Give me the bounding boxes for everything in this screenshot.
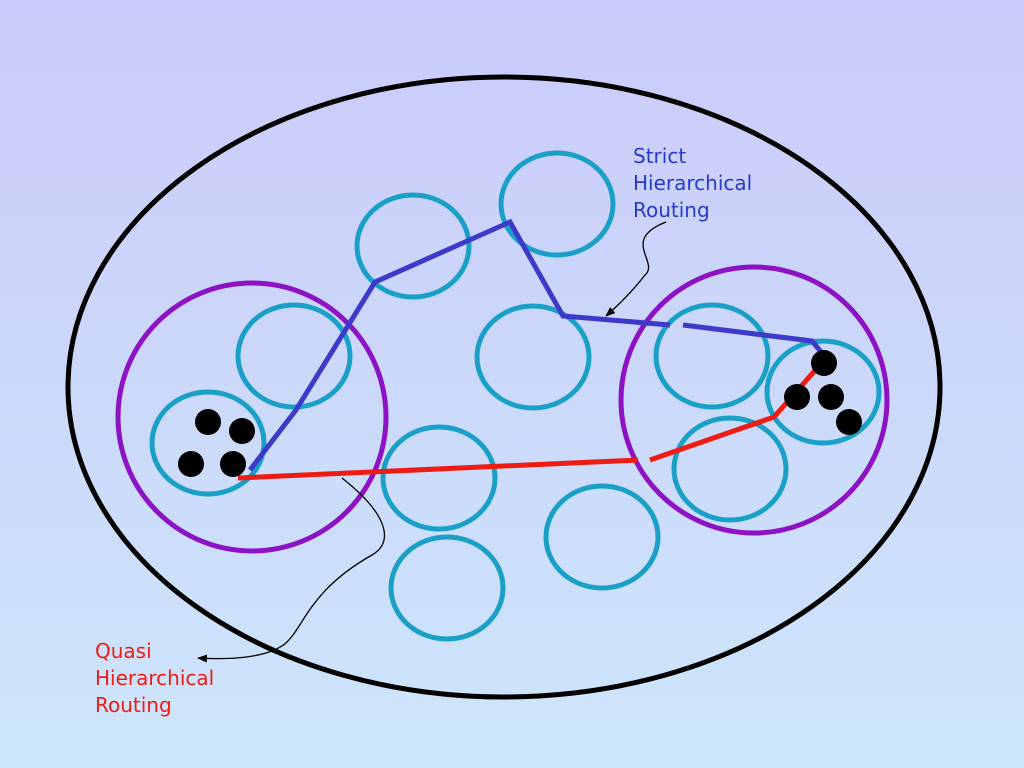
strict-routing-label: Strict Hierarchical Routing bbox=[633, 143, 752, 224]
node bbox=[818, 384, 844, 410]
cluster-left bbox=[115, 280, 389, 554]
subnetwork bbox=[543, 483, 661, 591]
subnetwork bbox=[671, 415, 789, 523]
nodes-right bbox=[784, 350, 862, 435]
quasi-label-arrow bbox=[197, 477, 385, 663]
quasi-label-line: Hierarchical bbox=[95, 666, 215, 690]
subnetwork bbox=[388, 534, 506, 642]
subnetwork bbox=[354, 192, 472, 300]
subnetwork bbox=[764, 338, 882, 446]
strict-label-line: Hierarchical bbox=[633, 171, 753, 195]
subnetwork bbox=[149, 389, 267, 497]
node bbox=[811, 350, 837, 376]
quasi-route-left bbox=[237, 457, 639, 481]
network-boundary bbox=[65, 74, 943, 700]
node bbox=[178, 451, 204, 477]
quasi-route-right bbox=[649, 356, 828, 463]
strict-route-right bbox=[682, 322, 828, 360]
subnetwork bbox=[380, 424, 498, 532]
quasi-label-line: Routing bbox=[95, 693, 172, 717]
subnetwork bbox=[474, 303, 592, 411]
strict-route-left bbox=[248, 218, 671, 472]
subnetworks bbox=[149, 150, 882, 642]
node bbox=[784, 384, 810, 410]
strict-label-line: Routing bbox=[633, 198, 710, 222]
node bbox=[220, 451, 246, 477]
strict-label-line: Strict bbox=[633, 144, 687, 168]
node bbox=[195, 409, 221, 435]
subnetwork bbox=[235, 302, 353, 410]
subnetwork bbox=[653, 302, 771, 410]
quasi-routing-label: Quasi Hierarchical Routing bbox=[95, 638, 214, 719]
cluster-right bbox=[618, 264, 890, 536]
subnetwork bbox=[498, 150, 616, 258]
nodes-left bbox=[178, 409, 255, 477]
strict-label-arrow bbox=[605, 221, 667, 317]
quasi-label-line: Quasi bbox=[95, 639, 152, 663]
node bbox=[229, 418, 255, 444]
node bbox=[836, 409, 862, 435]
